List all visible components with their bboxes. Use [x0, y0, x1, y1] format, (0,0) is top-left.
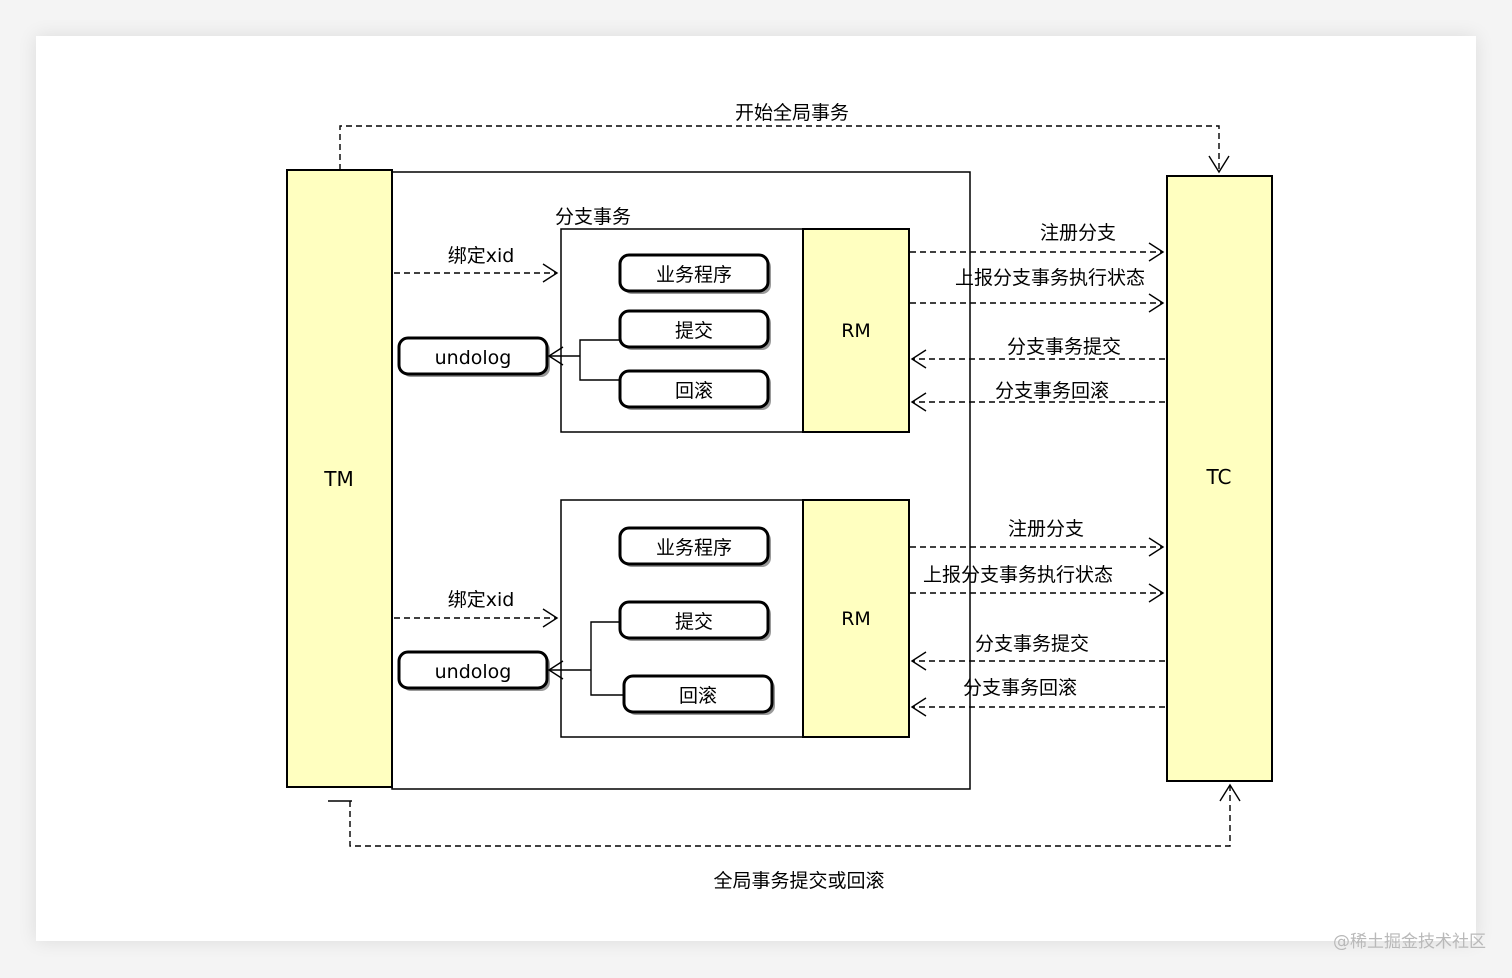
- watermark: @稀土掘金技术社区: [1333, 932, 1486, 952]
- branch-2-rollback-arrowhead: [910, 697, 927, 717]
- branch-2-rollback-label: 回滚: [679, 685, 717, 707]
- branch-2-bind-xid-arrowhead: [542, 608, 559, 628]
- branch-2-undolog-label: undolog: [435, 661, 512, 683]
- branch-1-undolog-bracket: [579, 339, 620, 381]
- branch-1-commit-edge-label: 分支事务提交: [1007, 336, 1121, 358]
- branch-group-label: 分支事务: [555, 206, 631, 228]
- branch-2-commit-label: 提交: [675, 611, 713, 633]
- global-commit-rollback-arrowhead: [1219, 783, 1241, 802]
- branch-2-report-arrowhead: [1148, 583, 1165, 603]
- branch-2-undolog-bracket: [590, 621, 624, 696]
- branch-2-rollback-box[interactable]: [622, 674, 774, 714]
- branch-1-business-label: 业务程序: [656, 264, 732, 286]
- branch-2-rm-node[interactable]: [802, 499, 910, 738]
- branch-2-commit-edge-label: 分支事务提交: [975, 633, 1089, 655]
- branch-2-register-label: 注册分支: [1008, 518, 1084, 540]
- branch-1-rm-node[interactable]: [802, 228, 910, 433]
- branch-1-register-label: 注册分支: [1040, 222, 1116, 244]
- tm-label: TM: [323, 467, 353, 491]
- branch-1-commit-label: 提交: [675, 320, 713, 342]
- branch-1-business-box[interactable]: [618, 253, 770, 293]
- branch-1-commit-box[interactable]: [618, 309, 770, 349]
- branch-1-report-arrowhead: [1148, 293, 1165, 313]
- branch-1-rollback-box[interactable]: [618, 369, 770, 409]
- branch-1-rm-label: RM: [841, 320, 871, 342]
- branch-1-report-label: 上报分支事务执行状态: [955, 267, 1145, 289]
- tc-node[interactable]: [1166, 175, 1273, 782]
- global-commit-rollback-label: 全局事务提交或回滚: [713, 870, 884, 892]
- branch-1-commit-arrowhead: [910, 349, 927, 369]
- begin-global-label: 开始全局事务: [735, 102, 849, 124]
- branch-2-undolog-box[interactable]: [397, 650, 549, 690]
- begin-global-edge: [339, 125, 1220, 172]
- branch-2-bind-xid-label: 绑定xid: [448, 589, 515, 611]
- branch-1-undolog-box[interactable]: [397, 336, 549, 376]
- begin-global-arrowhead: [1208, 155, 1230, 174]
- tc-label: TC: [1205, 465, 1231, 489]
- global-commit-rollback-edge: [349, 785, 1231, 847]
- branch-2-report-label: 上报分支事务执行状态: [923, 564, 1113, 586]
- branch-2-rollback-edge-label: 分支事务回滚: [963, 677, 1077, 699]
- branch-1-undolog-arrowhead: [547, 346, 564, 366]
- branch-1-bind-xid-label: 绑定xid: [448, 245, 515, 267]
- branch-1-register-arrowhead: [1148, 242, 1165, 262]
- branch-2-commit-box[interactable]: [618, 600, 770, 640]
- branch-2-business-box[interactable]: [618, 526, 770, 566]
- branch-1-undolog-label: undolog: [435, 347, 512, 369]
- branch-2-rm-label: RM: [841, 608, 871, 630]
- branch-2-undolog-arrowhead: [547, 660, 564, 680]
- branch-2-commit-arrowhead: [910, 651, 927, 671]
- branch-2-register-arrowhead: [1148, 537, 1165, 557]
- branch-1-rollback-label: 回滚: [675, 380, 713, 402]
- branch-1-rollback-edge-label: 分支事务回滚: [995, 380, 1109, 402]
- branch-2-business-label: 业务程序: [656, 537, 732, 559]
- branch-1-rollback-arrowhead: [910, 392, 927, 412]
- branch-1-bind-xid-arrowhead: [542, 263, 559, 283]
